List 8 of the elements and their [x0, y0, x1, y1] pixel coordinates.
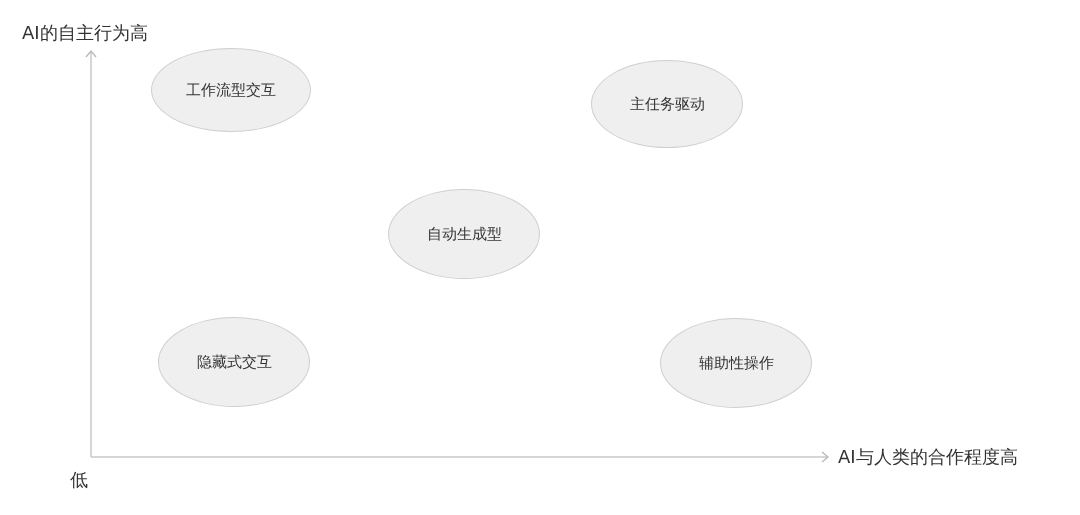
node-label: 隐藏式交互: [196, 353, 272, 371]
axis-label: AI与人类的合作程度高: [838, 446, 1018, 468]
axis-label: 低: [70, 469, 88, 491]
axis-label: AI的自主行为高: [22, 22, 148, 44]
node-label: 主任务驱动: [629, 95, 705, 113]
node-label: 辅助性操作: [698, 354, 774, 372]
node-label: 自动生成型: [426, 225, 502, 243]
node-label: 工作流型交互: [186, 81, 276, 99]
